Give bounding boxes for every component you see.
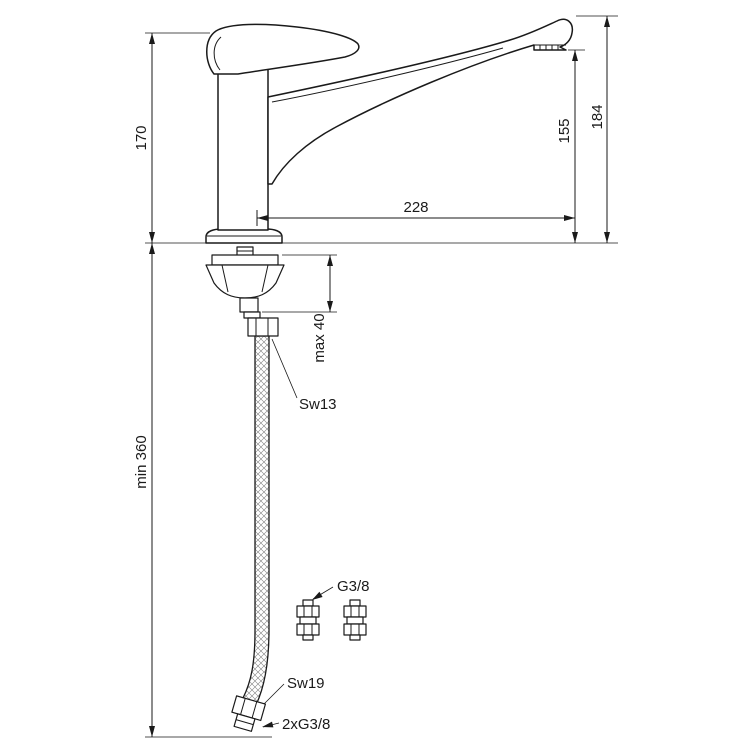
g38-fitting-left bbox=[296, 599, 320, 641]
dim-label-155: 155 bbox=[556, 118, 573, 143]
washer bbox=[211, 254, 279, 266]
dimension-lines bbox=[151, 16, 608, 737]
connector-neck bbox=[243, 311, 261, 319]
dim-label-170: 170 bbox=[133, 125, 150, 150]
g38-fitting-right bbox=[343, 599, 367, 641]
mounting-hardware bbox=[205, 246, 285, 337]
dim-label-min360: min 360 bbox=[133, 435, 150, 488]
sw13-nut bbox=[247, 317, 279, 337]
leader-lines bbox=[262, 338, 334, 728]
dim-label-184: 184 bbox=[589, 104, 606, 129]
spout-inner-line bbox=[271, 47, 504, 103]
flexible-hose bbox=[231, 335, 270, 732]
label-g38: G3/8 bbox=[337, 578, 370, 595]
faucet-body bbox=[217, 67, 269, 231]
faucet-spout bbox=[267, 18, 574, 185]
hose-connector bbox=[239, 297, 259, 313]
label-2xg38: 2xG3/8 bbox=[282, 716, 330, 733]
dim-label-max40: max 40 bbox=[311, 313, 328, 362]
extension-lines bbox=[145, 15, 618, 738]
hose-braid bbox=[242, 335, 270, 706]
g38-fittings bbox=[296, 599, 367, 641]
hose-bottom-end bbox=[231, 695, 267, 732]
labels: 170 min 360 184 155 228 max 40 Sw13 G3/8… bbox=[133, 104, 606, 733]
faucet-handle bbox=[206, 23, 360, 75]
faucet bbox=[205, 18, 574, 244]
dim-label-228: 228 bbox=[403, 199, 428, 216]
handle-inner-line bbox=[213, 36, 222, 71]
label-sw19: Sw19 bbox=[287, 675, 325, 692]
aerator bbox=[534, 44, 566, 50]
mounting-bracket bbox=[205, 264, 285, 299]
label-sw13: Sw13 bbox=[299, 396, 337, 413]
